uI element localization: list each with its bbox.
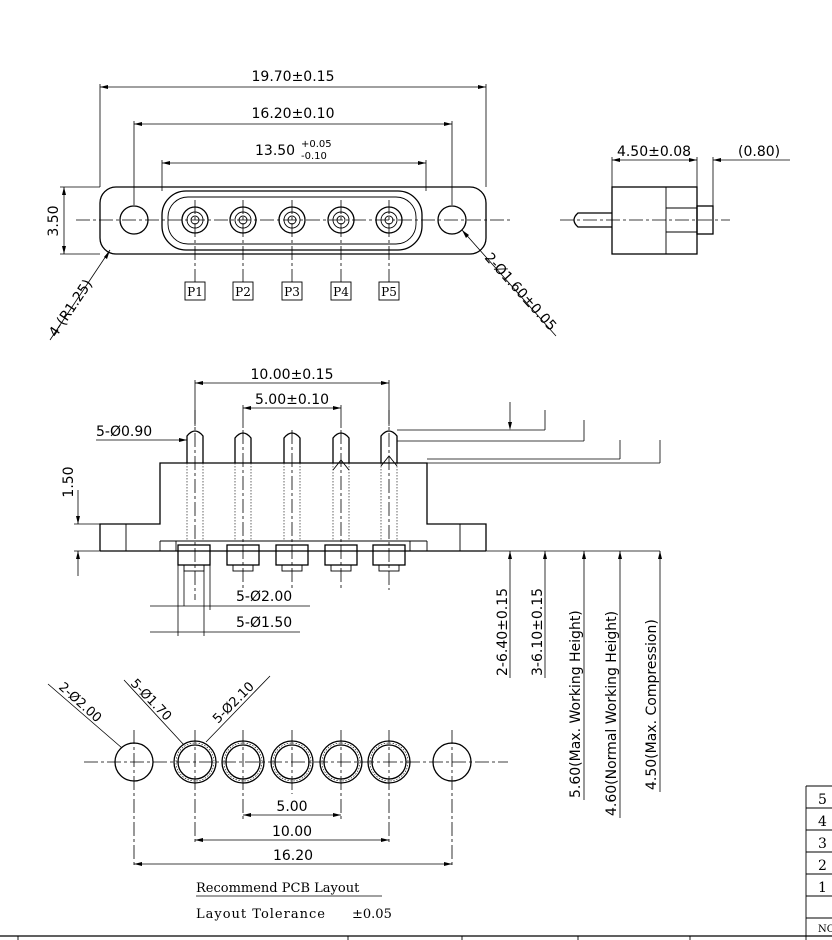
dim-width-body-tol-minus: -0.10 [301, 151, 327, 162]
front-tails [177, 544, 406, 572]
table-header-no: NO [818, 924, 832, 935]
dim-width-holes: 16.20±0.10 [252, 106, 335, 122]
dim-side-length: 4.50±0.08 [617, 144, 691, 160]
pcb-tolerance-value: ±0.05 [352, 907, 392, 922]
pin-label-p1: P1 [187, 285, 203, 299]
body-inner-outline [167, 196, 417, 245]
dim-vertical-2: 3-6.10±0.15 [530, 588, 546, 676]
table-row-1: 1 [818, 880, 827, 896]
frame-border [0, 935, 832, 940]
pin-label-p3: P3 [284, 285, 300, 299]
dim-vertical-3: 5.60(Max. Working Height) [568, 610, 584, 798]
dim-height: 3.50 [46, 205, 62, 236]
mount-hole-left [119, 205, 149, 235]
pcb-layout-title: Recommend PCB Layout [196, 881, 360, 896]
corner-radius-label: 4-(R1.25) [46, 277, 96, 340]
pcb-mount-hole-label: 2-Ø2.00 [55, 680, 104, 726]
pin-diameter-label: 5-Ø0.90 [96, 424, 152, 440]
pcb-tolerance-label: Layout Tolerance [196, 907, 326, 922]
revision-table: 5 4 3 2 1 NO [805, 785, 832, 940]
pin-label-p2: P2 [235, 285, 251, 299]
side-tail [696, 205, 714, 235]
dim-width-body-tol-plus: +0.05 [301, 139, 332, 150]
side-view: 4.50±0.08 (0.80) [560, 144, 790, 255]
table-row-3: 3 [818, 836, 827, 852]
side-body [611, 186, 698, 255]
dim-pitch-total: 10.00±0.15 [251, 367, 334, 383]
flange-outline [99, 186, 487, 255]
pin-label-boxes [184, 281, 400, 301]
pin-label-p4: P4 [333, 285, 349, 299]
pcb-layout: 2-Ø2.00 5-Ø1.70 5-Ø2.10 5.00 10.00 16.20… [47, 675, 508, 922]
tail-diameter-inner-label: 5-Ø1.50 [236, 615, 292, 631]
mount-hole-label: 2-Ø1.60±0.05 [481, 250, 559, 334]
dim-step-height: 1.50 [61, 466, 77, 497]
front-housing [99, 462, 487, 551]
table-row-4: 4 [818, 814, 827, 830]
dim-vertical-5: 4.50(Max. Compression) [644, 619, 660, 790]
pcb-pad-label: 5-Ø2.10 [210, 679, 257, 726]
pcb-pin-hole-label: 5-Ø1.70 [127, 676, 174, 724]
top-view: P1 P2 P3 P4 P5 19.70±0.15 16.20±0.10 13.… [46, 69, 559, 340]
pcb-dim-mount: 16.20 [273, 848, 313, 864]
pcb-dim-pitch-total: 10.00 [272, 824, 312, 840]
front-view: 2-6.40±0.15 3-6.10±0.15 5.60(Max. Workin… [61, 367, 662, 818]
front-pins [186, 430, 398, 541]
tail-diameter-outer-label: 5-Ø2.00 [236, 589, 292, 605]
mount-hole-right [437, 205, 467, 235]
dim-width-overall: 19.70±0.15 [252, 69, 335, 85]
dim-vertical-4: 4.60(Normal Working Height) [604, 611, 620, 816]
dim-pitch: 5.00±0.10 [255, 392, 329, 408]
dim-vertical-1: 2-6.40±0.15 [495, 588, 511, 676]
table-row-5: 5 [818, 792, 827, 808]
dim-side-offset: (0.80) [738, 144, 780, 160]
dim-width-body: 13.50 [255, 143, 295, 159]
pcb-dim-pitch: 5.00 [276, 799, 307, 815]
pin-label-p5: P5 [381, 285, 397, 299]
table-row-2: 2 [818, 858, 827, 874]
